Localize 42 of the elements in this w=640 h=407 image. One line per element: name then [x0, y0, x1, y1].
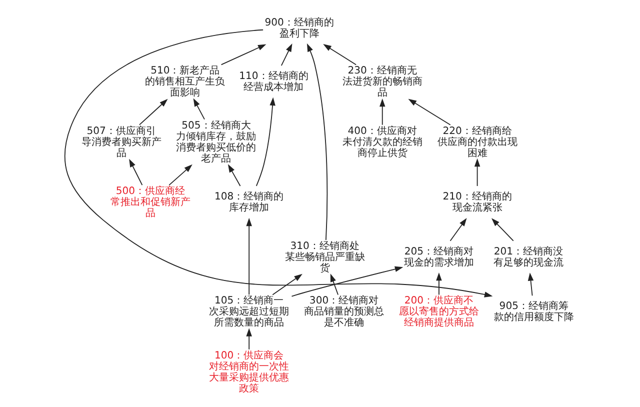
- node-text: 510：新老产品的销售相互产生负面影响: [144, 66, 225, 99]
- arrow: [128, 158, 142, 186]
- node-text: 105：经销商一次采购远超过短期所需数量的商品: [208, 296, 289, 329]
- arrow: [280, 44, 292, 66]
- node-text: 900：经销商的盈利下降: [264, 17, 334, 40]
- arrow: [527, 272, 534, 296]
- arrow: [436, 272, 442, 296]
- node-text: 108：经销商的库存增加: [214, 192, 284, 214]
- arrow: [64, 29, 492, 298]
- node-text: 201：经销商没有足够的现金流: [492, 246, 563, 268]
- node-text: 310：经销商处某些畅销品严重缺货: [284, 240, 364, 274]
- arrow: [474, 158, 480, 186]
- arrow: [490, 218, 514, 242]
- node-text: 905：经销商筹款的信用额度下降: [493, 301, 574, 324]
- arrow: [272, 274, 302, 296]
- arrow: [322, 44, 356, 66]
- arrow: [449, 218, 466, 242]
- node-text: 505：经销商大力倾销库存，鼓励消费者购买低价的老产品: [176, 120, 256, 164]
- node-text: 100：供应商会对经销商的一次性大量采购提供优惠政策: [208, 350, 289, 394]
- arrow: [246, 328, 252, 350]
- arrow: [227, 164, 240, 186]
- arrow: [330, 274, 338, 296]
- arrow: [378, 98, 385, 126]
- node-text: 500：供应商经常推出和促销新产品: [110, 186, 190, 220]
- node-text: 210：经销商的现金流紧张: [442, 192, 512, 214]
- arrow: [168, 164, 192, 186]
- node-text: 300：经销商对商品销量的预测总是不准确: [304, 296, 384, 329]
- node-text: 400：供应商对未付清欠款的经销商停止供货: [342, 126, 422, 159]
- node-text: 507：供应商引导消费者购买新产品: [80, 126, 161, 159]
- node-text: 200：供应商不愿以寄售的方式给经销商提供商品: [398, 296, 478, 329]
- arrow: [290, 266, 403, 297]
- arrow: [192, 98, 204, 120]
- node-text: 230：经销商无法进货新的畅销商品: [342, 66, 422, 99]
- arrow: [220, 44, 266, 66]
- node-text: 110：经销商的经营成本增加: [238, 71, 308, 94]
- node-text: 220：经销商给供应商的付款出现困难: [436, 126, 517, 159]
- arrow: [138, 98, 168, 126]
- arrow: [306, 43, 328, 240]
- arrow: [255, 97, 275, 186]
- arrow: [408, 98, 450, 126]
- node-text: 205：经销商对现金的需求增加: [403, 246, 474, 268]
- arrow: [246, 218, 252, 296]
